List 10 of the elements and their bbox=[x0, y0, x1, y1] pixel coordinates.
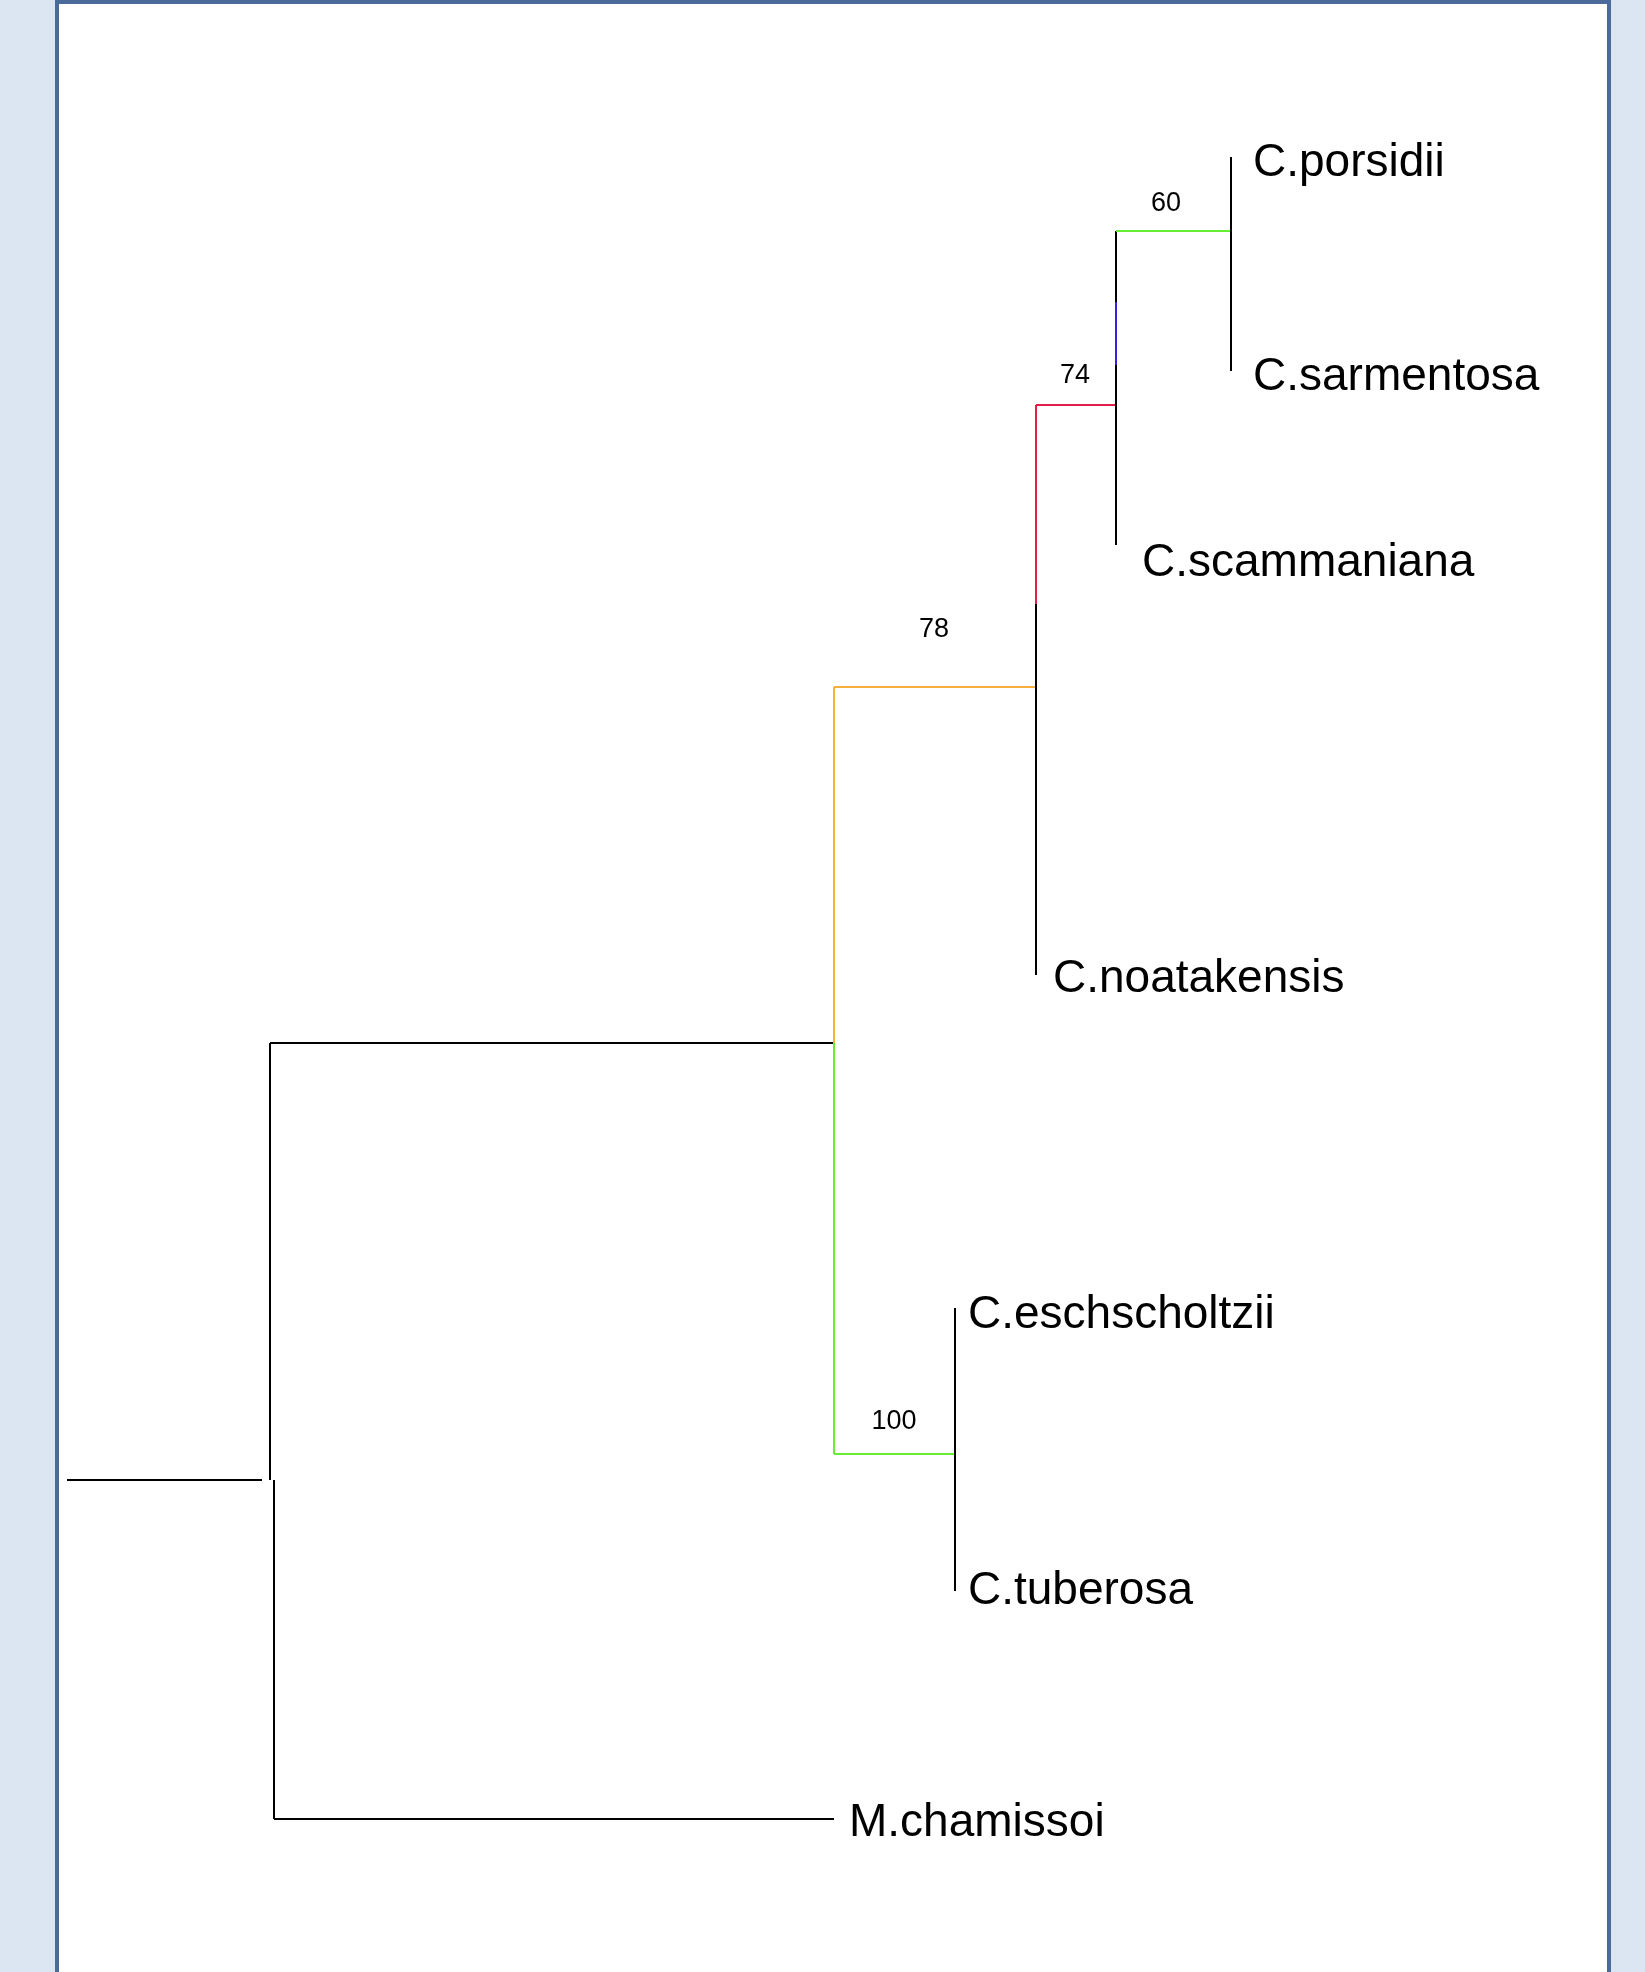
bootstrap-value: 74 bbox=[1060, 360, 1090, 388]
bootstrap-value: 60 bbox=[1151, 188, 1181, 216]
taxon-label: C.sarmentosa bbox=[1253, 351, 1540, 397]
bootstrap-value: 78 bbox=[919, 614, 949, 642]
bootstrap-value: 100 bbox=[871, 1406, 917, 1434]
taxon-label: M.chamissoi bbox=[849, 1797, 1105, 1843]
taxon-label: C.scammaniana bbox=[1142, 537, 1475, 583]
taxon-label: C.noatakensis bbox=[1053, 953, 1345, 999]
taxon-label: C.tuberosa bbox=[968, 1565, 1193, 1611]
taxon-label: C.eschscholtzii bbox=[968, 1289, 1275, 1335]
